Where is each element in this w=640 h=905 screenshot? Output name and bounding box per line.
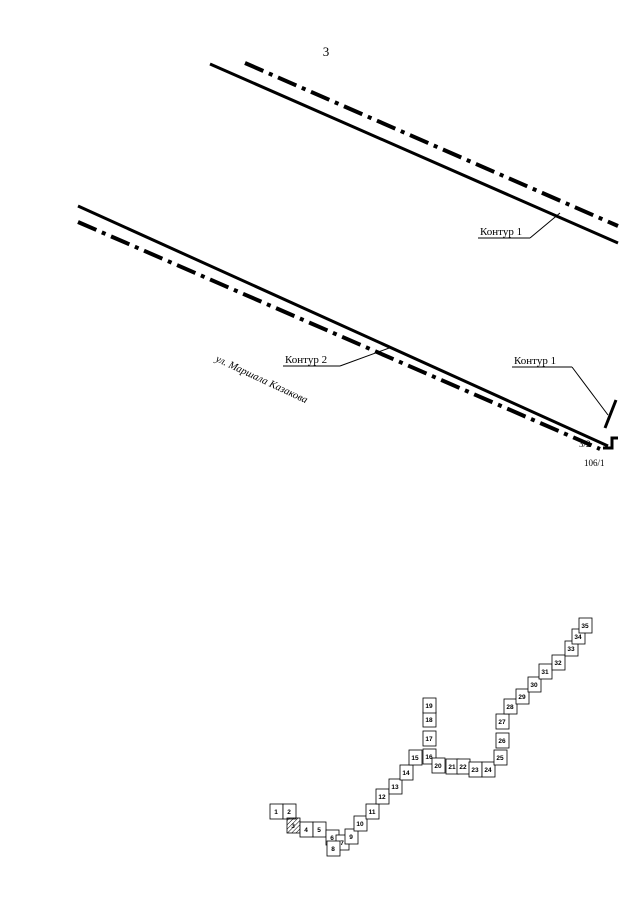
index-tile-label-19: 19 [425,703,433,710]
index-tile-label-34: 34 [574,634,582,641]
lower-dashdot-line [77,220,601,451]
index-tile-label-3: 3 [291,823,295,830]
index-tile-31 [538,663,553,680]
index-tile-5 [312,821,327,838]
index-tile-label-15: 15 [411,755,419,762]
index-tile-30 [527,676,542,693]
index-tile-label-30: 30 [530,682,538,689]
index-tile-label-26: 26 [498,738,506,745]
corner-fragment [603,399,618,450]
index-tile-26 [495,732,510,749]
kontur1-top-callout: Контур 1 [478,212,561,239]
index-tile-20 [431,757,446,774]
index-tile-label-22: 22 [459,764,467,771]
parcel-number-b: 106/1 [584,458,605,468]
index-tile-19 [422,697,437,714]
index-tile-label-29: 29 [518,694,526,701]
index-tile-13 [388,778,403,795]
index-tile-29 [515,688,530,705]
index-tile-label-9: 9 [349,834,353,841]
index-tile-label-21: 21 [448,764,456,771]
index-tile-label-1: 1 [274,809,278,816]
index-tile-label-13: 13 [391,784,399,791]
kontur1-top-label: Контур 1 [480,226,522,238]
index-tile-label-27: 27 [498,719,506,726]
upper-boundary [209,61,619,245]
index-tile-label-23: 23 [471,767,479,774]
index-tile-33 [564,640,579,657]
index-tile-label-12: 12 [378,794,386,801]
upper-solid-line [209,62,619,245]
index-tile-label-18: 18 [425,717,433,724]
index-tile-label-16: 16 [425,754,433,761]
index-tile-label-28: 28 [506,704,514,711]
index-tile-12 [375,788,390,805]
index-tile-8 [326,840,341,857]
index-tile-label-4: 4 [304,827,308,834]
index-tile-24 [481,761,496,778]
kontur1-bottom-label: Контур 1 [514,355,556,367]
parcel-number-a: 3/2 [579,439,591,449]
upper-dashdot-line [244,61,619,228]
index-tile-label-8: 8 [331,846,335,853]
index-tile-label-20: 20 [434,763,442,770]
index-tile-label-24: 24 [484,767,492,774]
page-number: 3 [323,44,330,59]
index-tile-label-25: 25 [496,755,504,762]
kontur1-bottom-callout: Контур 1 [512,355,609,416]
index-tile-label-32: 32 [554,660,562,667]
index-tile-label-35: 35 [581,623,589,630]
index-tile-10 [353,815,368,832]
index-tile-11 [365,803,380,820]
index-tile-label-17: 17 [425,736,433,743]
index-tile-15 [408,749,423,766]
index-tile-32 [551,654,566,671]
index-tile-label-11: 11 [369,809,376,816]
kontur2-label: Контур 2 [285,354,327,366]
index-tile-17 [422,730,437,747]
index-tile-35 [578,617,593,634]
index-tile-14 [399,764,414,781]
index-tile-label-2: 2 [287,809,291,816]
index-tile-label-14: 14 [402,770,410,777]
index-tile-label-7: 7 [340,840,344,847]
index-tile-9 [344,828,359,845]
index-tile-label-31: 31 [541,669,549,676]
index-tile-label-10: 10 [356,821,364,828]
kontur2-callout: Контур 2 [283,346,393,367]
index-tile-28 [503,698,518,715]
index-tile-label-33: 33 [567,646,575,653]
index-tile-label-6: 6 [330,835,334,842]
index-tile-label-5: 5 [317,827,321,834]
lower-boundary [77,204,609,451]
index-tile-27 [495,713,510,730]
lower-solid-line [77,204,609,448]
index-tile-25 [493,749,508,766]
